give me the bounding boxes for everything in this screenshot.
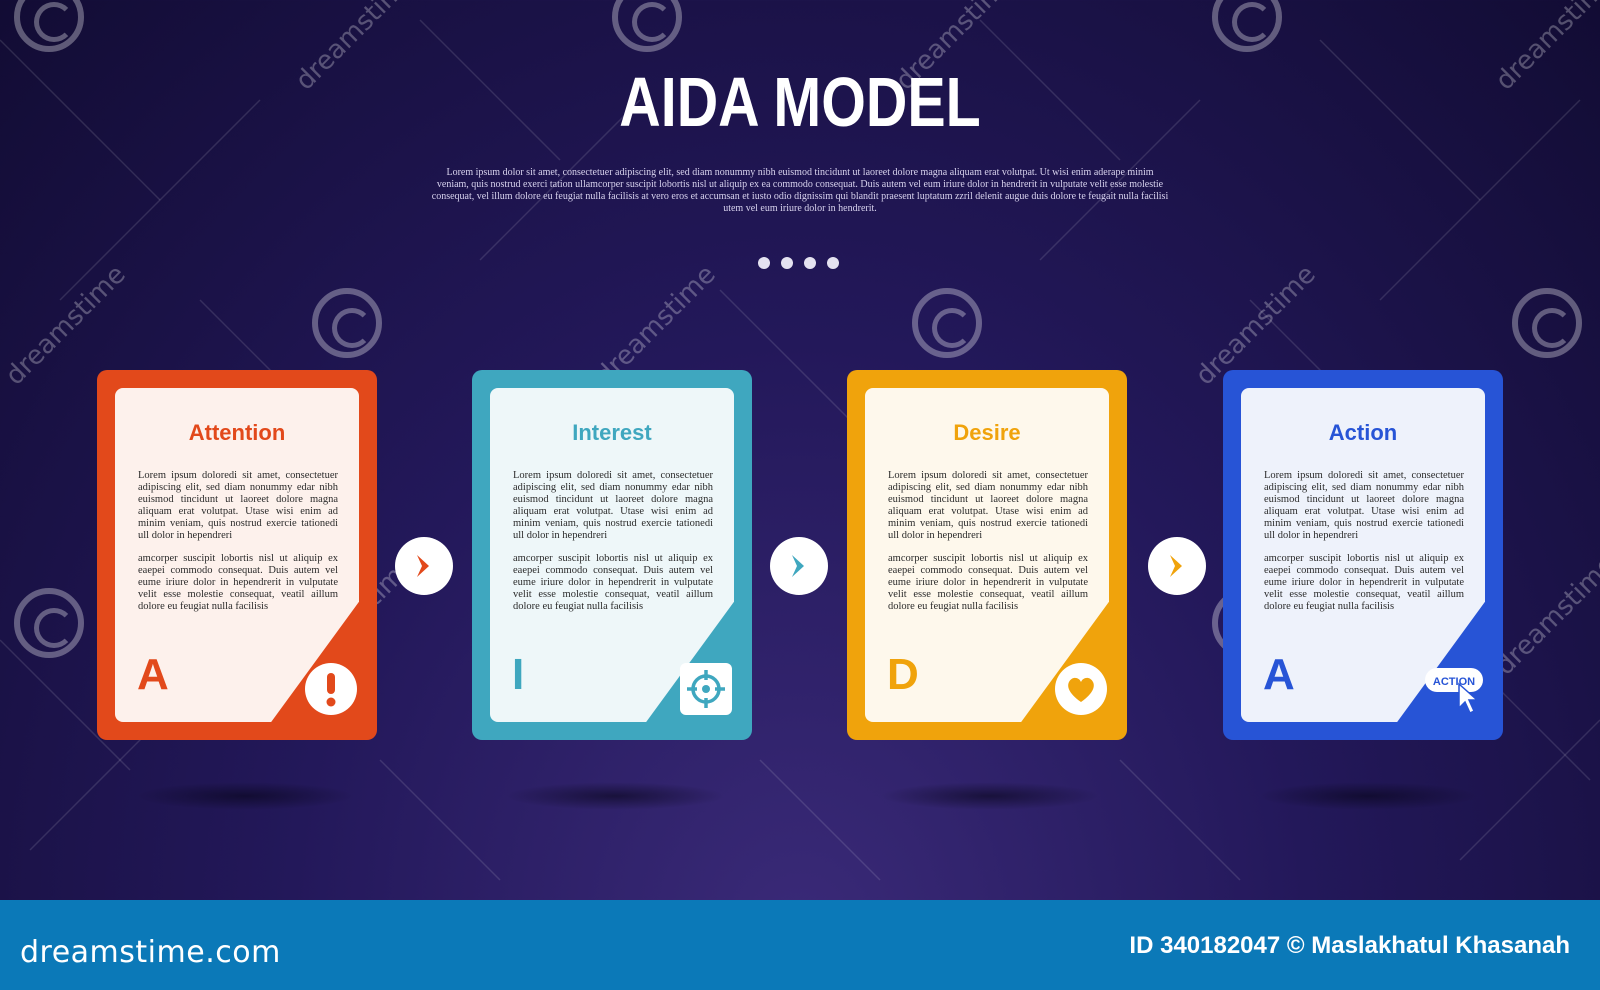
card-letter: A xyxy=(137,650,169,699)
chevron-right-icon xyxy=(395,537,453,595)
card-attention: Attention Lorem ipsum doloredi sit amet,… xyxy=(97,370,377,740)
exclamation-icon xyxy=(304,662,358,716)
watermark-spiral-icon xyxy=(1512,288,1582,358)
page-description: Lorem ipsum dolor sit amet, consectetuer… xyxy=(431,167,1169,214)
footer-logo: dreamstime.com xyxy=(20,935,281,970)
card-letter: I xyxy=(512,650,525,699)
card-text: amcorper suscipit lobortis nisl ut aliqu… xyxy=(888,553,1088,612)
dot xyxy=(804,257,816,269)
footer-credit: ID 340182047 © Maslakhatul Khasanah xyxy=(1129,932,1570,959)
card-title: Desire xyxy=(953,420,1021,445)
card-text: Lorem ipsum doloredi sit amet, consectet… xyxy=(138,470,338,541)
card-text: amcorper suscipit lobortis nisl ut aliqu… xyxy=(1264,553,1464,612)
action-icon-label: ACTION xyxy=(1433,676,1475,688)
watermark-spiral-icon xyxy=(612,0,682,52)
watermark-spiral-icon xyxy=(312,288,382,358)
watermark-spiral-icon xyxy=(912,288,982,358)
watermark-text: dreamstime xyxy=(1490,0,1600,97)
watermark-spiral-icon xyxy=(14,0,84,52)
card-action: Action Lorem ipsum doloredi sit amet, co… xyxy=(1223,370,1503,740)
card-text: amcorper suscipit lobortis nisl ut aliqu… xyxy=(513,553,713,612)
card-shadow xyxy=(505,782,725,810)
watermark-spiral-icon xyxy=(1212,0,1282,52)
card-text: Lorem ipsum doloredi sit amet, consectet… xyxy=(888,470,1088,541)
card-title: Attention xyxy=(188,420,286,445)
dot xyxy=(827,257,839,269)
action-click-icon: ACTION xyxy=(1423,662,1487,716)
watermark-spiral-icon xyxy=(14,588,84,658)
card-text: amcorper suscipit lobortis nisl ut aliqu… xyxy=(138,553,338,612)
dot xyxy=(758,257,770,269)
card-text: Lorem ipsum doloredi sit amet, consectet… xyxy=(1264,470,1464,541)
chevron-right-icon xyxy=(1148,537,1206,595)
heart-icon xyxy=(1054,662,1108,716)
card-shadow xyxy=(880,782,1100,810)
page-title: AIDA MODEL xyxy=(619,63,981,141)
card-desire: Desire Lorem ipsum doloredi sit amet, co… xyxy=(847,370,1127,740)
chevron-right-icon xyxy=(770,537,828,595)
card-shadow xyxy=(1258,782,1478,810)
card-title: Action xyxy=(1328,420,1398,445)
footer-bar: dreamstime.com ID 340182047 © Maslakhatu… xyxy=(0,900,1600,990)
pagination-dots xyxy=(758,257,839,269)
card-letter: A xyxy=(1263,650,1295,699)
watermark-text: dreamstime xyxy=(1490,549,1600,682)
card-shadow xyxy=(135,782,355,810)
card-title: Interest xyxy=(572,420,652,445)
target-icon xyxy=(679,662,733,716)
dot xyxy=(781,257,793,269)
card-interest: Interest Lorem ipsum doloredi sit amet, … xyxy=(472,370,752,740)
card-letter: D xyxy=(887,650,919,699)
card-text: Lorem ipsum doloredi sit amet, consectet… xyxy=(513,470,713,541)
